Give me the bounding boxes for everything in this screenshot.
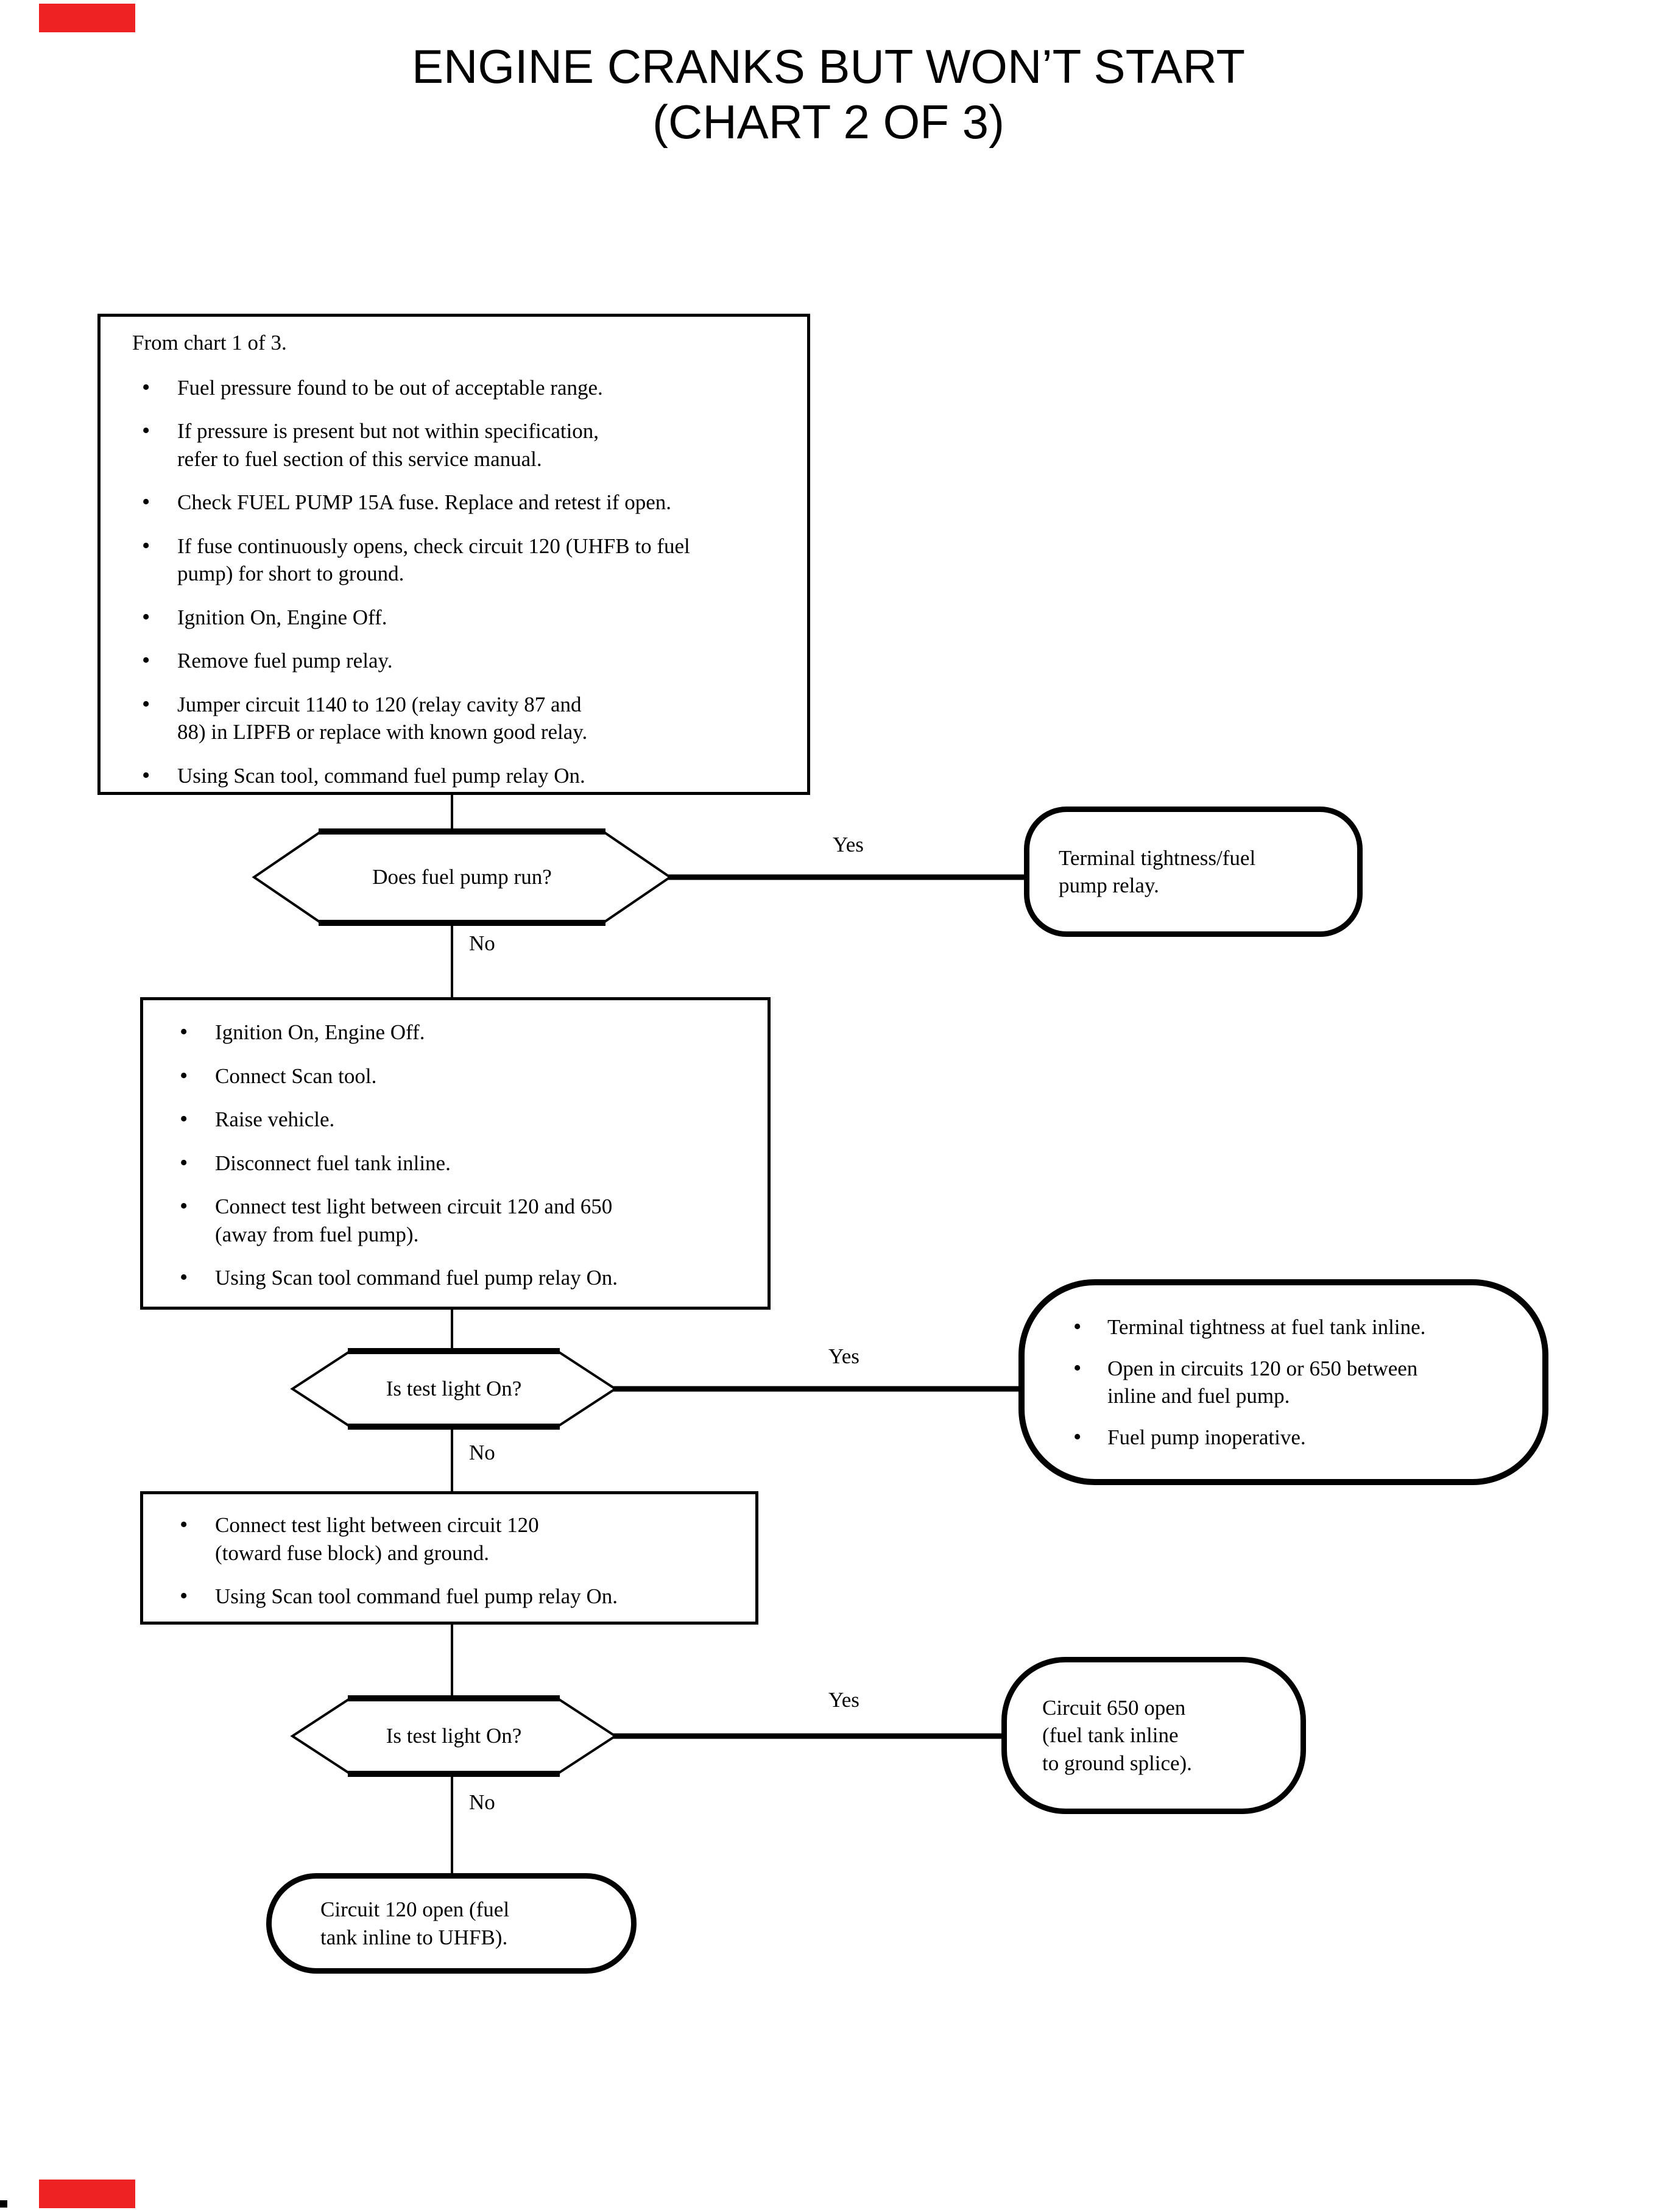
scan-artifact-speck xyxy=(0,2200,7,2208)
bullet-item: Connect test light between circuit 120 (… xyxy=(170,1510,741,1567)
action-box2-bullet-list: Connect test light between circuit 120 (… xyxy=(170,1510,741,1611)
page-title-line2: (CHART 2 OF 3) xyxy=(652,95,1004,149)
start-conditions-box: From chart 1 of 3. Fuel pressure found t… xyxy=(97,314,810,795)
terminal3-text: Circuit 650 open (fuel tank inline to gr… xyxy=(1042,1695,1192,1775)
decision3-no-label: No xyxy=(469,1790,495,1814)
terminal2-bullet-list: Terminal tightness at fuel tank inline. O… xyxy=(1073,1312,1425,1452)
terminal1-text: Terminal tightness/fuel pump relay. xyxy=(1059,846,1256,898)
terminal-fuel-tank-inline-causes: Terminal tightness at fuel tank inline. O… xyxy=(1018,1279,1548,1485)
bullet-item: Fuel pressure found to be out of accepta… xyxy=(132,373,789,403)
terminal-terminal-tightness-fuel-pump-relay: Terminal tightness/fuel pump relay. xyxy=(1024,807,1363,937)
start-box-bullet-list: Fuel pressure found to be out of accepta… xyxy=(132,373,789,791)
decision-is-test-light-on-1: Is test light On? xyxy=(386,1377,522,1401)
terminal-circuit-120-open: Circuit 120 open (fuel tank inline to UH… xyxy=(266,1873,637,1974)
bullet-item: Open in circuits 120 or 650 between inli… xyxy=(1073,1354,1425,1410)
registration-mark-top-left xyxy=(39,4,135,32)
bullet-item: Remove fuel pump relay. xyxy=(132,646,789,676)
decision-is-test-light-on-2: Is test light On? xyxy=(386,1724,522,1748)
bullet-item: Ignition On, Engine Off. xyxy=(132,602,789,632)
registration-mark-bottom-left xyxy=(39,2180,135,2208)
bullet-item: Check FUEL PUMP 15A fuse. Replace and re… xyxy=(132,487,789,517)
bullet-item: Connect test light between circuit 120 a… xyxy=(170,1191,753,1248)
decision1-yes-label: Yes xyxy=(833,833,864,856)
bullet-item: Connect Scan tool. xyxy=(170,1061,753,1091)
page-title-line1: ENGINE CRANKS BUT WON’T START xyxy=(411,40,1246,93)
bullet-item: Using Scan tool command fuel pump relay … xyxy=(170,1581,741,1611)
bullet-item: Using Scan tool, command fuel pump relay… xyxy=(132,761,789,791)
decision2-yes-label: Yes xyxy=(828,1344,859,1368)
decision2-no-label: No xyxy=(469,1441,495,1464)
bullet-item: Raise vehicle. xyxy=(170,1104,753,1134)
bullet-item: If pressure is present but not within sp… xyxy=(132,416,789,473)
decision-does-fuel-pump-run: Does fuel pump run? xyxy=(372,865,552,889)
test-light-ground-box: Connect test light between circuit 120 (… xyxy=(140,1491,758,1625)
test-light-setup-box: Ignition On, Engine Off. Connect Scan too… xyxy=(140,997,771,1310)
page-title: ENGINE CRANKS BUT WON’T START (CHART 2 O… xyxy=(0,39,1657,150)
bullet-item: If fuse continuously opens, check circui… xyxy=(132,531,789,588)
bullet-item: Ignition On, Engine Off. xyxy=(170,1017,753,1047)
start-box-heading: From chart 1 of 3. xyxy=(132,331,287,355)
bullet-item: Terminal tightness at fuel tank inline. xyxy=(1073,1312,1425,1342)
decision1-no-label: No xyxy=(469,931,495,955)
action-box1-bullet-list: Ignition On, Engine Off. Connect Scan too… xyxy=(170,1017,753,1293)
decision3-yes-label: Yes xyxy=(828,1688,859,1712)
bullet-item: Using Scan tool command fuel pump relay … xyxy=(170,1263,753,1293)
bullet-item: Jumper circuit 1140 to 120 (relay cavity… xyxy=(132,690,789,746)
terminal4-text: Circuit 120 open (fuel tank inline to UH… xyxy=(320,1898,510,1949)
bullet-item: Disconnect fuel tank inline. xyxy=(170,1148,753,1178)
bullet-item: Fuel pump inoperative. xyxy=(1073,1422,1425,1452)
terminal-circuit-650-open: Circuit 650 open (fuel tank inline to gr… xyxy=(1001,1657,1306,1814)
